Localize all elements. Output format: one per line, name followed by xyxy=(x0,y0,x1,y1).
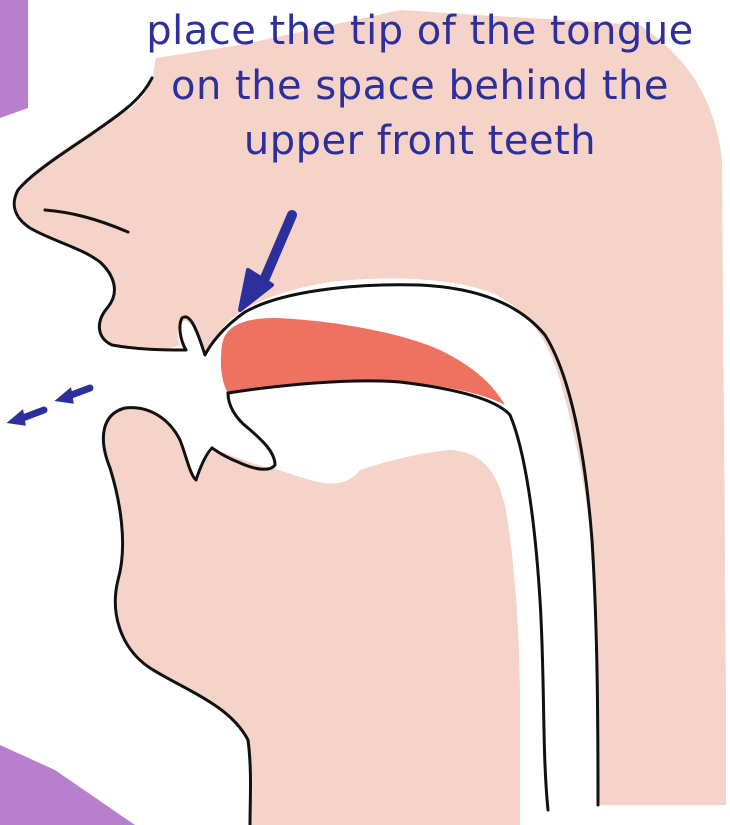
caption-line-1: place the tip of the tongue xyxy=(70,4,730,59)
lower-face-skin xyxy=(103,408,520,825)
instruction-caption: place the tip of the tongue on the space… xyxy=(70,4,730,169)
airflow-arrows-icon xyxy=(10,388,90,424)
caption-line-3: upper front teeth xyxy=(70,114,730,169)
caption-line-2: on the space behind the xyxy=(70,59,730,114)
corner-accent-top-left xyxy=(0,0,28,118)
corner-accent-bottom-left xyxy=(0,745,135,825)
